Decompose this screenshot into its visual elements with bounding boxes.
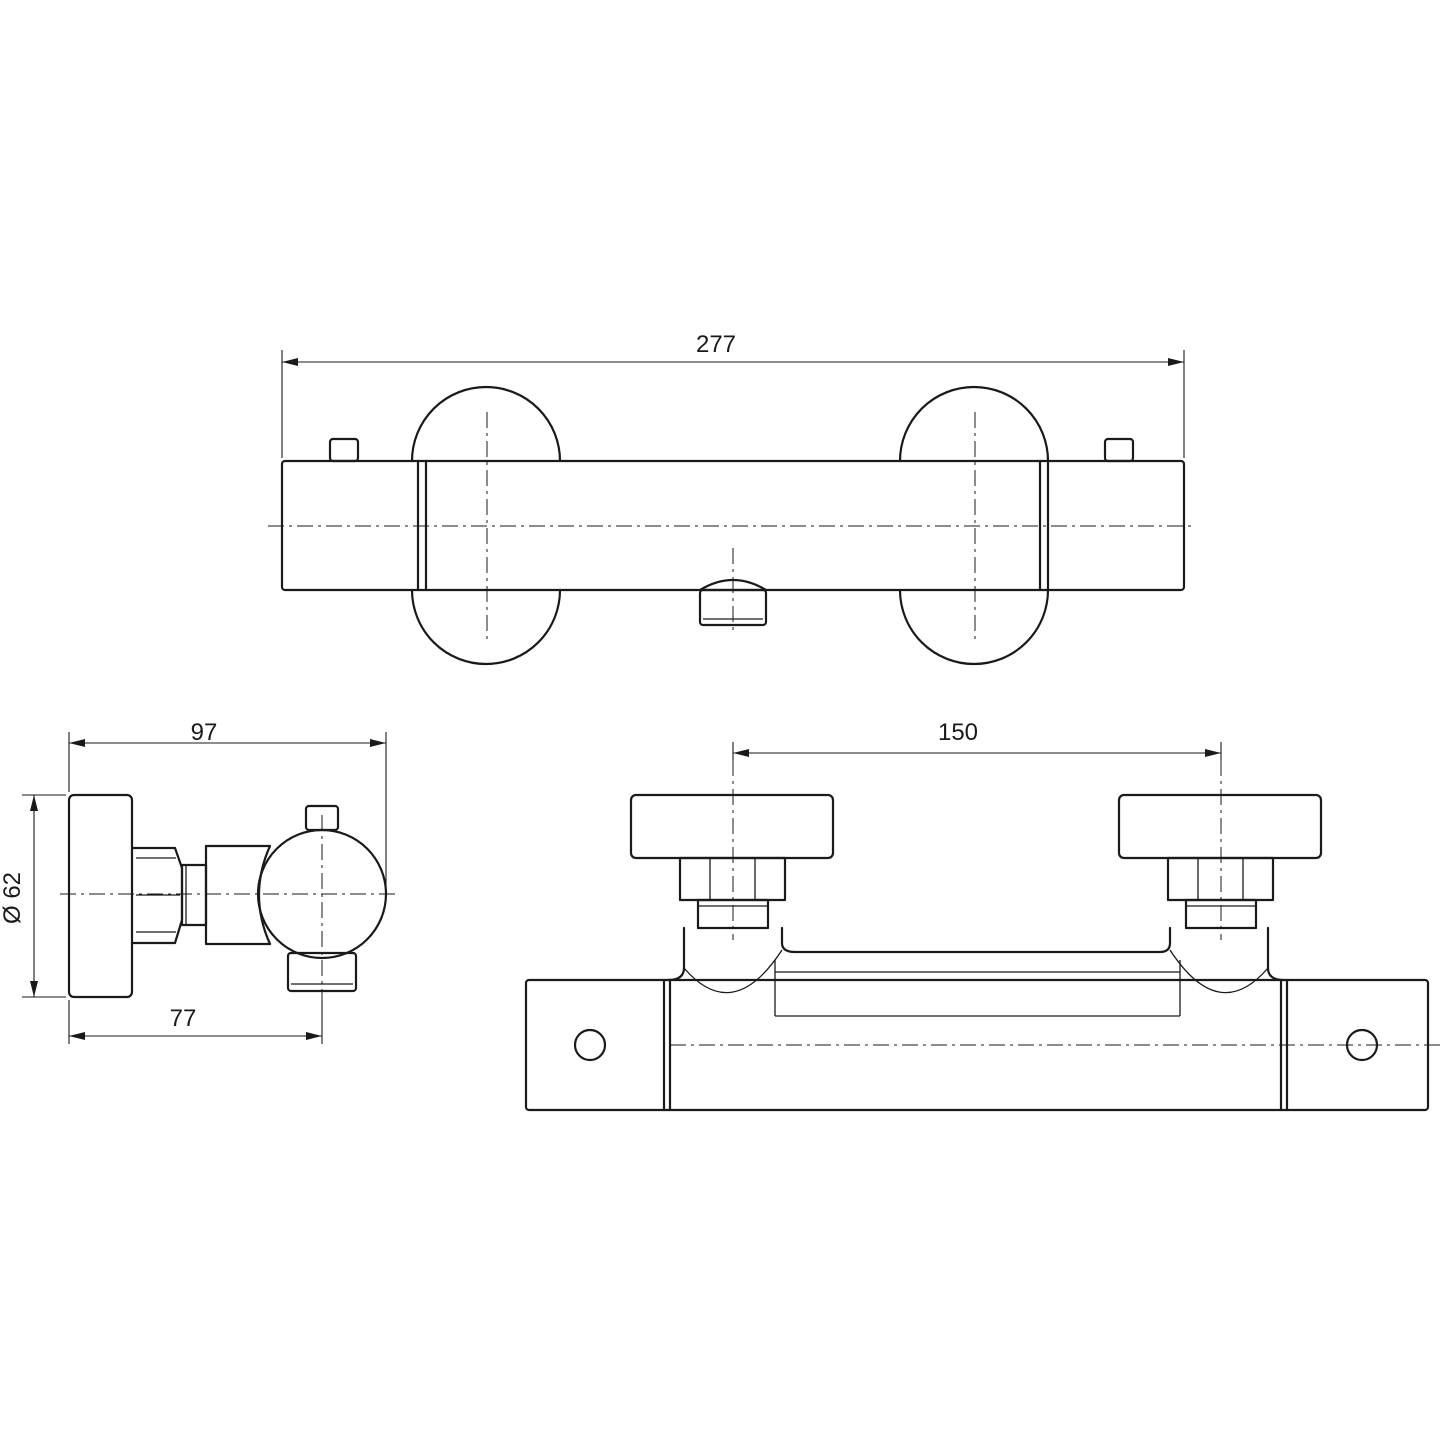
dim-77-arrow-left [69,1032,85,1040]
front-right-disc [1117,793,1323,860]
inlet-bridge [780,926,1172,954]
dim-depth-total: 97 [191,719,218,746]
front-left-hole [573,1028,607,1062]
side-wall-disc [67,793,134,999]
dim-62-arrow-top [30,795,38,811]
dim-diameter: Ø 62 [0,872,26,924]
dim-77-arrow-right [306,1032,322,1040]
right-disc-top [898,385,1050,463]
dim-150-arrow-left [733,749,749,757]
dim-97-arrow-right [370,739,386,747]
right-inlet-outer [1266,926,1286,982]
side-body [204,844,272,946]
right-inlet-curve [1169,949,1269,994]
dim-inlet-spacing: 150 [938,719,978,746]
front-view: 150 [524,719,1445,1112]
dim-62-arrow-bottom [30,981,38,997]
dim-277-arrow-right [1168,358,1184,366]
left-disc-top [410,385,562,463]
left-inlet-outer [666,926,686,982]
right-disc-bottom [898,588,1050,666]
dim-150-arrow-right [1205,749,1221,757]
dim-277-arrow-left [282,358,298,366]
left-disc-bottom [410,588,562,666]
dim-overall-length: 277 [696,331,736,358]
front-left-disc [629,793,835,860]
left-cap [328,437,360,463]
top-view: 277 [268,331,1195,666]
side-view: 97 Ø 62 77 [0,719,398,1044]
front-left-hex [678,856,787,902]
front-right-hex [1166,856,1275,902]
dim-97-arrow-left [69,739,85,747]
dim-depth-to-axis: 77 [170,1005,197,1032]
left-inlet-curve [683,949,783,994]
right-cap [1103,437,1135,463]
